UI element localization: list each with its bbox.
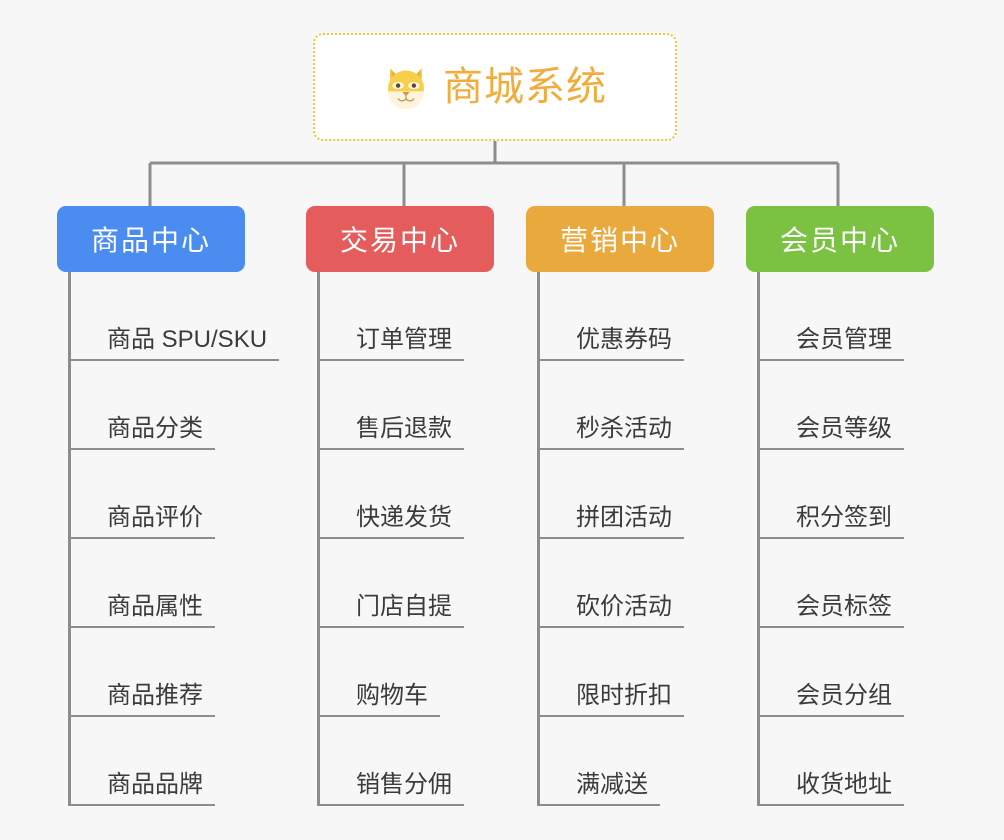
leaf-item-label: 门店自提 — [350, 592, 464, 628]
leaf-item-label: 限时折扣 — [570, 681, 684, 717]
leaf-item[interactable]: 订单管理 — [317, 272, 494, 361]
leaf-item-label: 商品品牌 — [101, 770, 215, 806]
leaf-item-label: 快递发货 — [350, 503, 464, 539]
shiba-dog-icon — [388, 68, 424, 110]
leaf-item-label: 满减送 — [570, 770, 660, 806]
leaf-item-label: 商品 SPU/SKU — [101, 325, 280, 361]
leaf-list: 会员管理会员等级积分签到会员标签会员分组收货地址 — [757, 272, 934, 806]
branch-header-label: 交易中心 — [339, 225, 460, 256]
leaf-item[interactable]: 砍价活动 — [537, 539, 714, 628]
leaf-list: 订单管理售后退款快递发货门店自提购物车销售分佣 — [317, 272, 494, 806]
leaf-item-label: 商品属性 — [101, 592, 215, 628]
leaf-item-label: 会员分组 — [790, 681, 904, 717]
leaf-item[interactable]: 商品品牌 — [67, 717, 279, 806]
leaf-item-label: 商品分类 — [101, 414, 215, 450]
leaf-list: 商品 SPU/SKU 商品分类商品评价商品属性商品推荐商品品牌 — [67, 272, 280, 806]
leaf-item-label: 购物车 — [350, 681, 440, 717]
leaf-item-label: 收货地址 — [790, 770, 904, 806]
leaf-item-label: 拼团活动 — [570, 503, 684, 539]
leaf-item[interactable]: 会员管理 — [757, 272, 934, 361]
leaf-item-label: 销售分佣 — [350, 770, 464, 806]
leaf-item[interactable]: 拼团活动 — [537, 450, 714, 539]
branch-header-1[interactable]: 商品中心 — [57, 206, 245, 272]
branch-header-label: 会员中心 — [779, 225, 900, 256]
leaf-item-label: 商品评价 — [101, 503, 215, 539]
leaf-item[interactable]: 会员分组 — [757, 628, 934, 717]
leaf-item-label: 砍价活动 — [570, 592, 684, 628]
root-node[interactable]: 商城系统 — [313, 33, 677, 141]
leaf-item[interactable]: 会员等级 — [757, 361, 934, 450]
leaf-item[interactable]: 售后退款 — [317, 361, 494, 450]
branch-column-2: 交易中心订单管理售后退款快递发货门店自提购物车销售分佣 — [306, 206, 494, 806]
branch-header-label: 营销中心 — [559, 225, 680, 256]
leaf-item[interactable]: 快递发货 — [317, 450, 494, 539]
leaf-item-label: 秒杀活动 — [570, 414, 684, 450]
branch-column-4: 会员中心会员管理会员等级积分签到会员标签会员分组收货地址 — [746, 206, 934, 806]
leaf-item[interactable]: 积分签到 — [757, 450, 934, 539]
leaf-item[interactable]: 收货地址 — [757, 717, 934, 806]
leaf-item-label: 订单管理 — [350, 325, 464, 361]
leaf-item[interactable]: 会员标签 — [757, 539, 934, 628]
leaf-item-label: 积分签到 — [790, 503, 904, 539]
leaf-item[interactable]: 商品分类 — [67, 361, 279, 450]
leaf-item[interactable]: 门店自提 — [317, 539, 494, 628]
leaf-item[interactable]: 购物车 — [317, 628, 494, 717]
branch-header-label: 商品中心 — [90, 225, 211, 256]
leaf-item-label: 会员等级 — [790, 414, 904, 450]
leaf-item-label: 商品推荐 — [101, 681, 215, 717]
branch-header-2[interactable]: 交易中心 — [306, 206, 494, 272]
leaf-item-label: 会员管理 — [790, 325, 904, 361]
leaf-item[interactable]: 商品评价 — [67, 450, 279, 539]
leaf-item[interactable]: 满减送 — [537, 717, 714, 806]
leaf-item[interactable]: 商品属性 — [67, 539, 279, 628]
leaf-item[interactable]: 商品推荐 — [67, 628, 279, 717]
leaf-list: 优惠券码秒杀活动拼团活动砍价活动限时折扣满减送 — [537, 272, 714, 806]
leaf-item[interactable]: 销售分佣 — [317, 717, 494, 806]
leaf-item[interactable]: 秒杀活动 — [537, 361, 714, 450]
leaf-item[interactable]: 商品 SPU/SKU — [67, 272, 280, 361]
branch-column-3: 营销中心优惠券码秒杀活动拼团活动砍价活动限时折扣满减送 — [526, 206, 714, 806]
root-title: 商城系统 — [443, 65, 607, 109]
branch-header-3[interactable]: 营销中心 — [526, 206, 714, 272]
leaf-item-label: 优惠券码 — [570, 325, 684, 361]
leaf-item[interactable]: 限时折扣 — [537, 628, 714, 717]
branch-header-4[interactable]: 会员中心 — [746, 206, 934, 272]
leaf-item-label: 会员标签 — [790, 592, 904, 628]
branch-column-1: 商品中心商品 SPU/SKU 商品分类商品评价商品属性商品推荐商品品牌 — [57, 206, 280, 806]
leaf-item-label: 售后退款 — [350, 414, 464, 450]
leaf-item[interactable]: 优惠券码 — [537, 272, 714, 361]
